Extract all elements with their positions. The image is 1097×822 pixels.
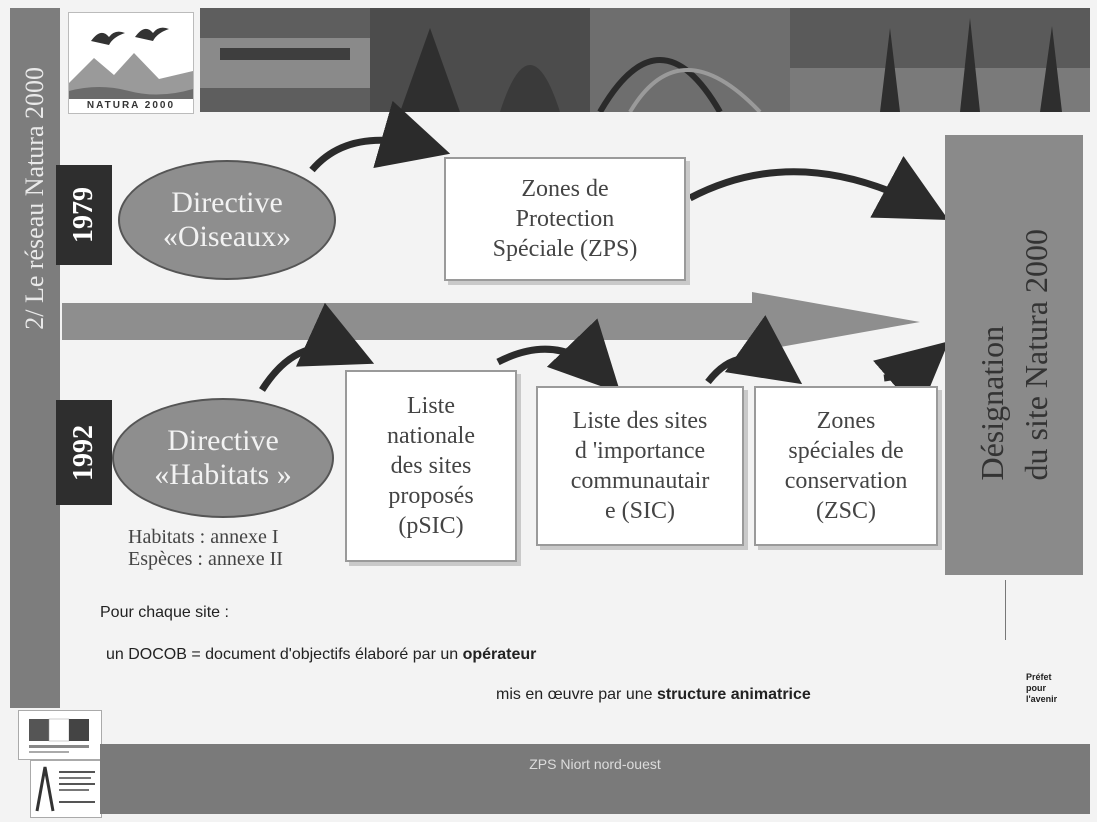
implementation-line: mis en œuvre par une structure animatric…: [496, 686, 811, 703]
arrow-psic-to-sic: [496, 318, 621, 394]
prefet-logo-text: Préfet pour l'avenir: [1026, 672, 1058, 704]
arrow-sic-to-zsc: [705, 315, 803, 385]
zps-box: Zones de Protection Spéciale (ZPS): [444, 157, 686, 281]
landscape-photo-banner: [200, 8, 1090, 112]
annex-habitats: Habitats : annexe I: [128, 526, 279, 548]
ministry-emblem-icon: [35, 766, 95, 812]
year-1979-label: 1979: [56, 165, 112, 265]
arrow-zsc-to-designation: [873, 341, 949, 414]
designation-box: Désignation du site Natura 2000: [945, 135, 1083, 575]
ministry-logo: [30, 760, 102, 818]
sic-box: Liste des sites d 'importance communauta…: [536, 386, 744, 546]
bird-landscape-icon: [69, 13, 193, 99]
annex-list: Habitats : annexe I Espèces : annexe II: [128, 526, 283, 570]
republic-logo: [18, 710, 102, 760]
connector-line: [1005, 580, 1006, 640]
sidebar: [10, 8, 60, 708]
arrow-habitats-to-psic: [259, 302, 375, 392]
footer-bar: [100, 744, 1090, 814]
designation-line1: Désignation: [974, 326, 1010, 481]
timeline-arrow: [62, 292, 920, 352]
docob-text: Pour chaque site : un DOCOB = document d…: [100, 598, 1000, 722]
psic-box: Liste nationale des sites proposés (pSIC…: [345, 370, 517, 562]
docob-line: un DOCOB = document d'objectifs élaboré …: [106, 646, 537, 663]
arrow-oiseaux-to-zps: [309, 100, 451, 173]
footer-text: ZPS Niort nord-ouest: [529, 756, 661, 772]
intro-text: Pour chaque site :: [100, 604, 229, 621]
natura-2000-logo: NATURA 2000: [68, 12, 194, 114]
year-1992-label: 1992: [56, 400, 112, 505]
directive-habitats-ellipse: Directive «Habitats »: [112, 398, 334, 518]
directive-oiseaux-ellipse: Directive «Oiseaux»: [118, 160, 336, 280]
zsc-box: Zones spéciales de conservation (ZSC): [754, 386, 938, 546]
flag-icon: [29, 718, 89, 753]
banner-photo: [200, 8, 1090, 112]
annex-especes: Espèces : annexe II: [128, 548, 283, 570]
logo-caption: NATURA 2000: [86, 100, 176, 111]
arrow-zps-to-designation: [688, 155, 949, 220]
designation-line2: du site Natura 2000: [1018, 229, 1054, 481]
